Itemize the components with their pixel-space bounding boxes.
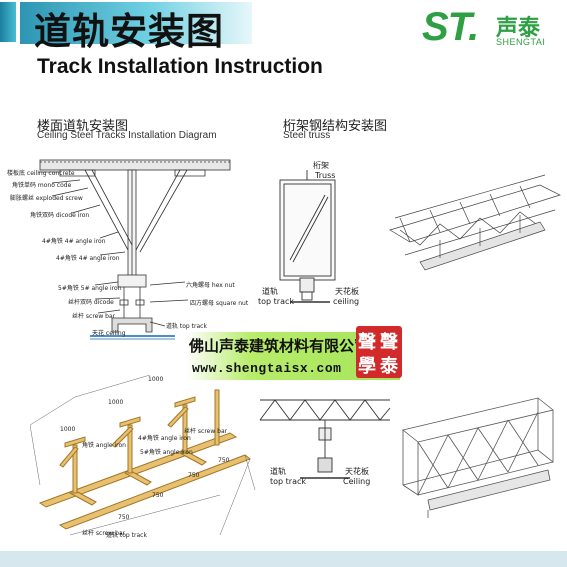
label-truss-cn: 桁架 (313, 161, 329, 170)
footer-bar (0, 551, 567, 567)
label-iso-screw-bar-a: 丝杆 screw bar (184, 428, 228, 435)
label-truss-en: Truss (315, 171, 336, 180)
truss-elevation-diagram (279, 170, 336, 303)
logo-letters: ST. (422, 5, 479, 49)
logo-english: SHENGTAI (496, 37, 546, 47)
label-angle-iron-4a: 4#角铁 4# angle iron (42, 238, 106, 245)
header-title-background (20, 2, 252, 44)
label-top-track: 道轨 top track (166, 323, 207, 330)
logo-chinese: 声泰 (496, 16, 541, 41)
company-name: 佛山声泰建筑材料有限公司 (189, 337, 370, 355)
header-accent-bar (0, 2, 16, 42)
label-top-track2-en: top track (270, 477, 307, 486)
label-hex-nut: 六角螺母 hex nut (186, 282, 235, 289)
label-ceiling2-cn: 天花板 (345, 467, 369, 476)
truss-hanger-diagram (259, 399, 391, 479)
label-dicode: 丝杆双码 dicode (68, 299, 114, 306)
label-ceiling-concrete: 楼板底 ceiling concrete (7, 170, 75, 177)
dim-1000-a: 1000 (148, 376, 164, 383)
label-mono-code: 角铁单码 mono code (12, 182, 72, 189)
company-url[interactable]: www.shengtaisx.com (192, 361, 342, 376)
page-subtitle: Track Installation Instruction (37, 55, 323, 78)
label-iso-angle-iron: 角铁 angle iron (82, 442, 126, 449)
seal-char-3: 學 (358, 356, 376, 377)
label-ceiling2-en: Ceiling (343, 477, 371, 486)
dim-750-d: 750 (118, 514, 130, 521)
label-iso-angle-iron-4: 4#角铁 angle iron (138, 435, 191, 442)
ceiling-section-title: 楼面道轨安装图 (37, 119, 129, 134)
seal-char-4: 泰 (380, 356, 398, 377)
label-angle-iron-5: 5#角铁 5# angle iron (58, 285, 122, 292)
truss-perspective-diagram (389, 174, 561, 271)
label-top-track-en: top track (258, 297, 295, 306)
dim-750-a: 750 (218, 457, 230, 464)
label-exploded-screw: 膨胀螺丝 exploded screw (10, 195, 83, 202)
dim-1000-b: 1000 (108, 399, 124, 406)
truss-section-subtitle: Steel truss (283, 130, 331, 141)
dim-1000-c: 1000 (60, 426, 76, 433)
ceiling-install-diagram (38, 159, 231, 340)
label-ceiling-cn: 天花板 (335, 287, 359, 296)
seal-char-1: 聲 (358, 332, 376, 353)
label-iso-top-track: 道轨 top track (106, 532, 147, 539)
label-top-track-cn: 道轨 (262, 287, 278, 296)
truss-3d-diagram (402, 397, 554, 518)
label-ceiling-en: ceiling (333, 297, 360, 306)
label-screw-bar: 丝杆 screw bar (72, 313, 116, 320)
label-square-nut: 四方螺母 square nut (190, 300, 249, 307)
label-ceiling: 天花 ceiling (92, 330, 126, 337)
label-top-track2-cn: 道轨 (270, 467, 286, 476)
isometric-frame-diagram (30, 375, 256, 536)
dim-750-c: 750 (152, 492, 164, 499)
seal-char-2: 聲 (380, 332, 398, 353)
dim-750-b: 750 (188, 472, 200, 479)
truss-section-title: 桁架钢结构安装图 (283, 119, 388, 134)
seal-stamp: 聲 聲 學 泰 (356, 326, 402, 378)
label-angle-iron-4b: 4#角铁 4# angle iron (56, 255, 120, 262)
ceiling-section-subtitle: Ceiling Steel Tracks Installation Diagra… (37, 130, 217, 141)
page-title: 道轨安装图 (34, 10, 224, 53)
label-iso-screw-bar-b: 丝杆 screw bar (82, 530, 126, 537)
label-dicode-iron: 角铁双码 dicode iron (30, 212, 90, 219)
label-iso-angle-iron-5: 5#角铁 angle iron (140, 449, 193, 456)
